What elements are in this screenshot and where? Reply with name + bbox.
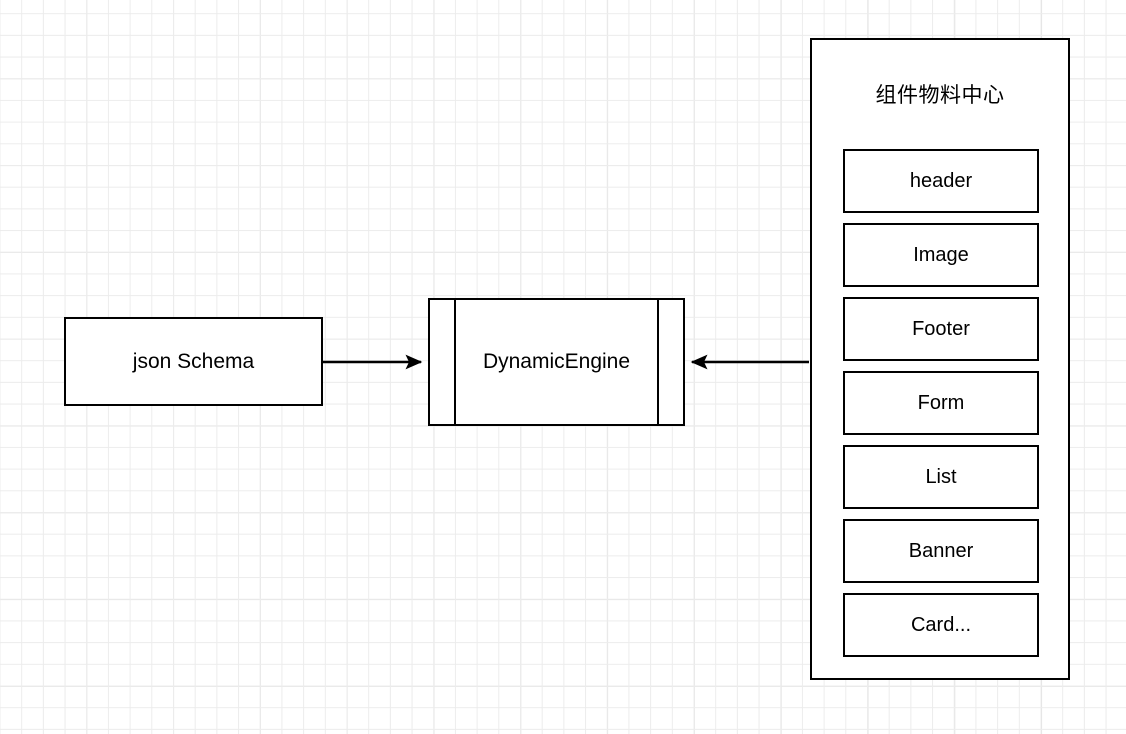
panel-item-label: Form: [917, 391, 965, 414]
panel-material-center[interactable]: 组件物料中心 header Image Footer Form List Ban…: [810, 38, 1070, 680]
panel-item-footer[interactable]: Footer: [843, 297, 1039, 361]
panel-item-label: Footer: [912, 317, 970, 340]
panel-title: 组件物料中心: [875, 84, 1005, 107]
node-json-schema[interactable]: json Schema: [64, 317, 323, 406]
node-dynamic-engine[interactable]: DynamicEngine: [428, 298, 685, 426]
panel-item-label: header: [909, 169, 973, 192]
panel-item-label: Banner: [908, 539, 974, 562]
panel-item-image[interactable]: Image: [843, 223, 1039, 287]
panel-item-label: List: [925, 465, 957, 488]
subroutine-left-bar: [454, 300, 456, 424]
panel-item-header[interactable]: header: [843, 149, 1039, 213]
node-dynamic-engine-label: DynamicEngine: [482, 350, 631, 374]
subroutine-right-bar: [657, 300, 659, 424]
panel-item-list[interactable]: List: [843, 445, 1039, 509]
panel-item-banner[interactable]: Banner: [843, 519, 1039, 583]
panel-item-label: Image: [913, 243, 969, 266]
panel-item-card[interactable]: Card...: [843, 593, 1039, 657]
panel-item-list: header Image Footer Form List Banner Car…: [843, 149, 1039, 657]
panel-item-label: Card...: [910, 613, 972, 636]
node-json-schema-label: json Schema: [132, 349, 255, 373]
panel-item-form[interactable]: Form: [843, 371, 1039, 435]
